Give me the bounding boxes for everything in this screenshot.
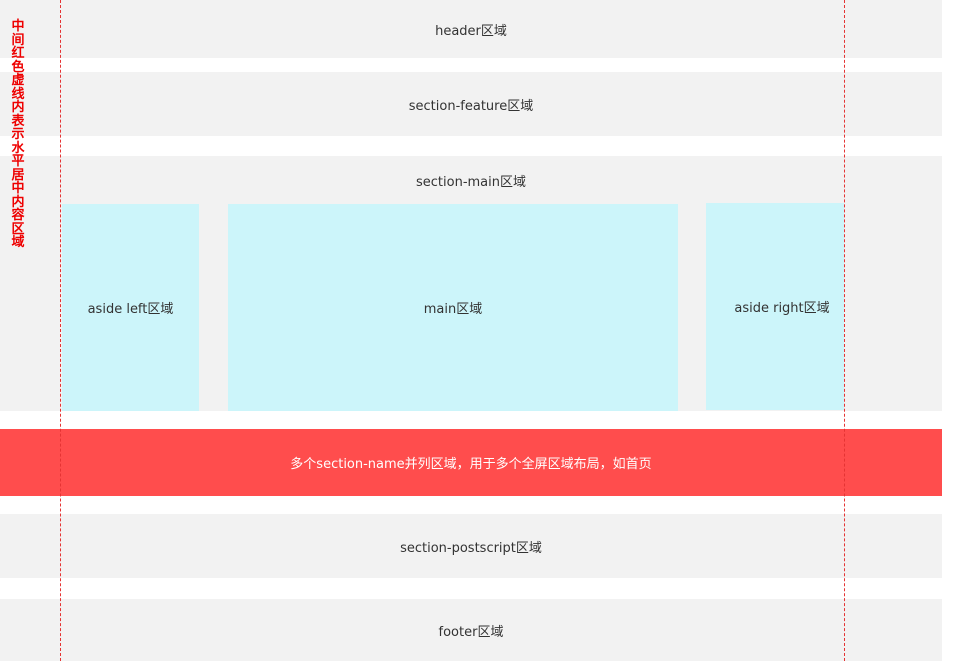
- section-name-label: 多个section-name并列区域，用于多个全屏区域布局，如首页: [290, 457, 652, 472]
- section-feature-label: section-feature区域: [408, 98, 534, 114]
- main-region: main区域: [228, 204, 678, 411]
- header-label: header区域: [435, 23, 507, 39]
- center-area-annotation: 中间红色虚线内表示水平居中内容区域: [11, 19, 25, 250]
- section-postscript-label: section-postscript区域: [400, 540, 542, 556]
- main-label: main区域: [423, 302, 483, 317]
- footer-region: footer区域: [0, 599, 942, 661]
- section-name-region: 多个section-name并列区域，用于多个全屏区域布局，如首页: [0, 429, 942, 496]
- section-feature-region: section-feature区域: [0, 72, 942, 136]
- right-guide-line: [844, 0, 845, 661]
- left-guide-line: [60, 0, 61, 661]
- section-main-label: section-main区域: [416, 175, 526, 190]
- section-postscript-region: section-postscript区域: [0, 514, 942, 578]
- aside-left-region: aside left区域: [62, 204, 199, 411]
- aside-right-label: aside right区域: [734, 301, 830, 316]
- aside-right-region: aside right区域: [706, 203, 844, 410]
- aside-left-label: aside left区域: [87, 302, 174, 317]
- header-region: header区域: [0, 0, 942, 58]
- footer-label: footer区域: [438, 624, 504, 640]
